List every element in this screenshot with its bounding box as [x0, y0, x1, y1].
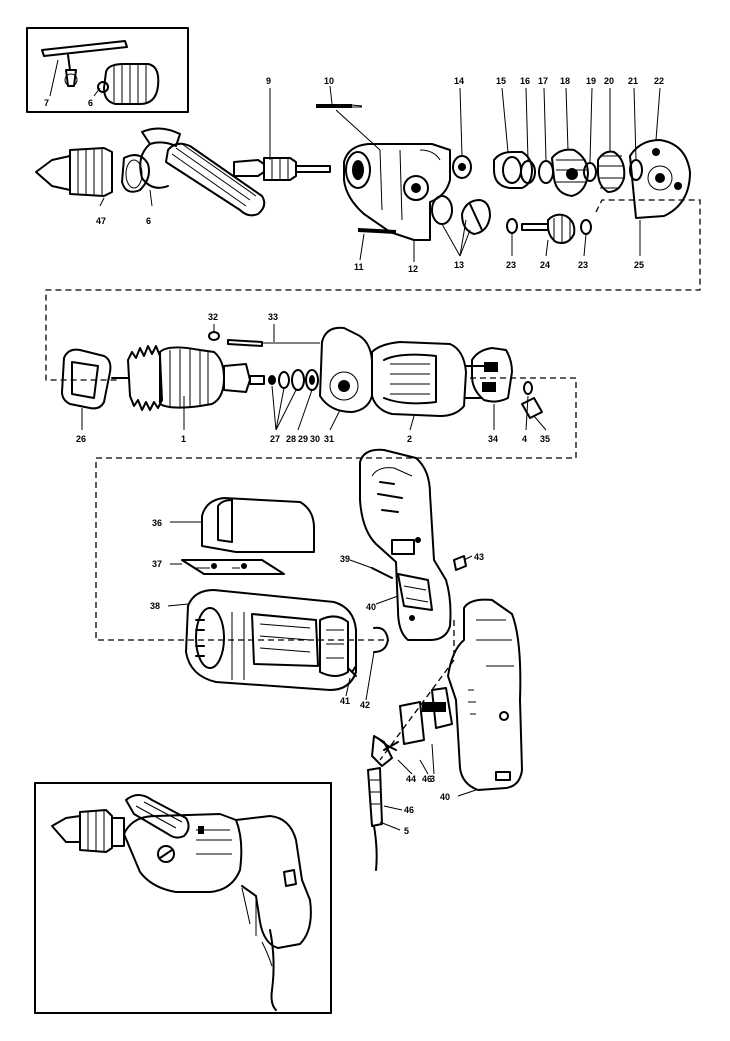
side-handle	[139, 127, 266, 217]
callout-29: 29	[298, 434, 308, 444]
callout-10: 10	[324, 76, 334, 86]
leader-lines	[49, 59, 661, 831]
callout-32: 32	[208, 312, 218, 322]
lower-small-parts	[506, 213, 592, 244]
callout-17: 17	[538, 76, 548, 86]
callout-23: 23	[506, 260, 516, 270]
callout-39: 39	[340, 554, 350, 564]
callout-40: 40	[440, 792, 450, 802]
chuck-assembly	[35, 147, 150, 197]
callout-35: 35	[540, 434, 550, 444]
callout-26: 26	[76, 434, 86, 444]
gear-train	[452, 139, 691, 219]
callout-12: 12	[408, 264, 418, 274]
callout-34: 34	[488, 434, 498, 444]
brushes-4-35	[521, 381, 543, 419]
motor-housing-38	[185, 589, 357, 691]
plug-43	[453, 555, 467, 571]
callout-44: 44	[406, 774, 416, 784]
callout-40: 40	[366, 602, 376, 612]
callout-9: 9	[266, 76, 271, 86]
callout-18: 18	[560, 76, 570, 86]
callout-16: 16	[520, 76, 530, 86]
callout-14: 14	[454, 76, 464, 86]
gear-case	[343, 143, 451, 241]
callout-27: 27	[270, 434, 280, 444]
callout-20: 20	[604, 76, 614, 86]
plate-37	[181, 559, 285, 575]
callout-1: 1	[181, 434, 186, 444]
callout-6: 6	[88, 98, 93, 108]
callout-11: 11	[354, 262, 364, 272]
callout-43: 43	[474, 552, 484, 562]
screw-32-33	[208, 331, 320, 347]
callout-labels: 7 6 47 6 9 10 11 12 13 14 15 16 17 18 19…	[44, 76, 664, 836]
armature	[111, 345, 265, 411]
baffle-26	[61, 348, 112, 410]
bearing-housing-31	[319, 326, 373, 413]
callout-2: 2	[407, 434, 412, 444]
callout-42: 42	[360, 700, 370, 710]
callout-47: 47	[96, 216, 106, 226]
switch-3	[399, 687, 453, 745]
callout-23: 23	[578, 260, 588, 270]
clip-42	[373, 626, 389, 653]
callout-37: 37	[152, 559, 162, 569]
callout-13: 13	[454, 260, 464, 270]
callout-46: 46	[422, 774, 432, 784]
handle-half-40	[447, 598, 523, 791]
callout-5: 5	[404, 826, 409, 836]
callout-28: 28	[286, 434, 296, 444]
callout-22: 22	[654, 76, 664, 86]
assembled-drill-inset	[34, 782, 332, 1014]
washers-27-30	[268, 369, 319, 391]
knob-part-13	[431, 195, 491, 235]
callout-24: 24	[540, 260, 550, 270]
field-2	[371, 341, 487, 417]
callout-6: 6	[146, 216, 151, 226]
callout-30: 30	[310, 434, 320, 444]
callout-21: 21	[628, 76, 638, 86]
callout-19: 19	[586, 76, 596, 86]
callout-4: 4	[522, 434, 527, 444]
handle-half-39-40	[359, 448, 452, 641]
callout-41: 41	[340, 696, 350, 706]
brush-holder-34	[471, 347, 513, 403]
callout-33: 33	[268, 312, 278, 322]
callout-3: 3	[430, 774, 435, 784]
callout-38: 38	[150, 601, 160, 611]
cord-5	[367, 735, 399, 871]
spindle	[233, 157, 331, 181]
assembly-guide-lines	[45, 199, 701, 761]
screw-41	[347, 665, 357, 677]
cover-36	[201, 497, 315, 553]
callout-31: 31	[324, 434, 334, 444]
callout-46: 46	[404, 805, 414, 815]
screw-39	[371, 567, 393, 579]
callout-25: 25	[634, 260, 644, 270]
chuck-key-inset	[26, 27, 189, 113]
callout-15: 15	[496, 76, 506, 86]
callout-7: 7	[44, 98, 49, 108]
callout-36: 36	[152, 518, 162, 528]
